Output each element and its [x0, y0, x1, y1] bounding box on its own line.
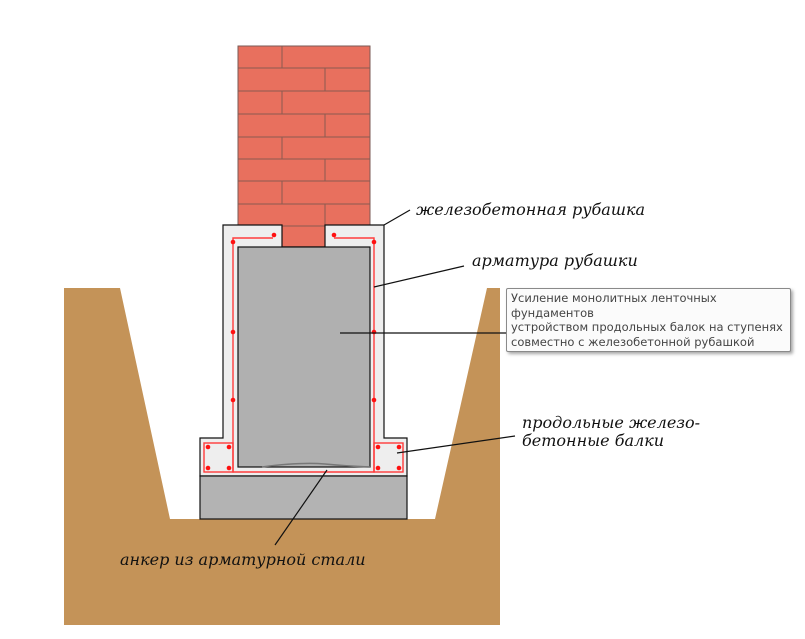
label-jacket: железобетонная рубашка [416, 200, 646, 219]
tooltip-line: устройством продольных балок на ступенях [511, 320, 783, 334]
brick-fill [238, 46, 370, 248]
rebar-bar [331, 232, 337, 238]
label-jacket-rebar: арматура рубашки [472, 251, 638, 270]
footing [199, 475, 408, 520]
label-anchor: анкер из арматурной стали [120, 550, 366, 569]
rebar-bar [375, 465, 381, 471]
label-beams-line2: бетонные балки [522, 431, 665, 450]
brick-wall [237, 45, 371, 249]
rebar-bar [371, 397, 377, 403]
rebar-bar [226, 444, 232, 450]
tooltip-line: Усиление монолитных ленточных фундаменто… [511, 291, 717, 320]
rebar-dots [205, 232, 402, 471]
rebar [203, 237, 404, 473]
rebar-bar [371, 329, 377, 335]
tooltip: Усиление монолитных ленточных фундаменто… [506, 288, 791, 352]
rebar-bar [271, 232, 277, 238]
rebar-bar [371, 239, 377, 245]
rebar-bar [230, 329, 236, 335]
tooltip-line: совместно с железобетонной рубашкой [511, 334, 755, 349]
rebar-bar [226, 465, 232, 471]
rebar-bar [375, 444, 381, 450]
old-foundation-bottom-edge [261, 462, 371, 468]
rebar-bar [230, 239, 236, 245]
old-foundation [237, 246, 371, 468]
rebar-bar [205, 444, 211, 450]
soil [64, 288, 500, 625]
leader-lines [274, 209, 520, 546]
label-beams-line1: продольные железо- [522, 413, 701, 432]
rebar-bar [205, 465, 211, 471]
rebar-bar [396, 444, 402, 450]
rebar-bar [230, 397, 236, 403]
rebar-bar [396, 465, 402, 471]
